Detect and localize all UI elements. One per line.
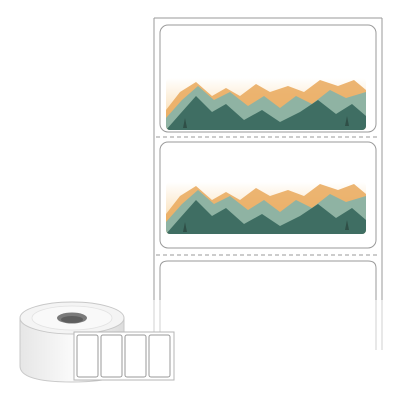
label-2 bbox=[159, 141, 377, 249]
roll-mini-label-1 bbox=[76, 334, 99, 378]
roll-mini-label-2 bbox=[100, 334, 123, 378]
roll-mini-label-3 bbox=[124, 334, 147, 378]
label-liner bbox=[153, 17, 383, 350]
label-roll bbox=[19, 301, 175, 383]
label-1 bbox=[159, 24, 377, 133]
mountain-artwork-1 bbox=[166, 78, 366, 130]
mountain-artwork-2 bbox=[166, 182, 366, 234]
strip-fade bbox=[150, 300, 390, 360]
roll-mini-label-4 bbox=[148, 334, 171, 378]
